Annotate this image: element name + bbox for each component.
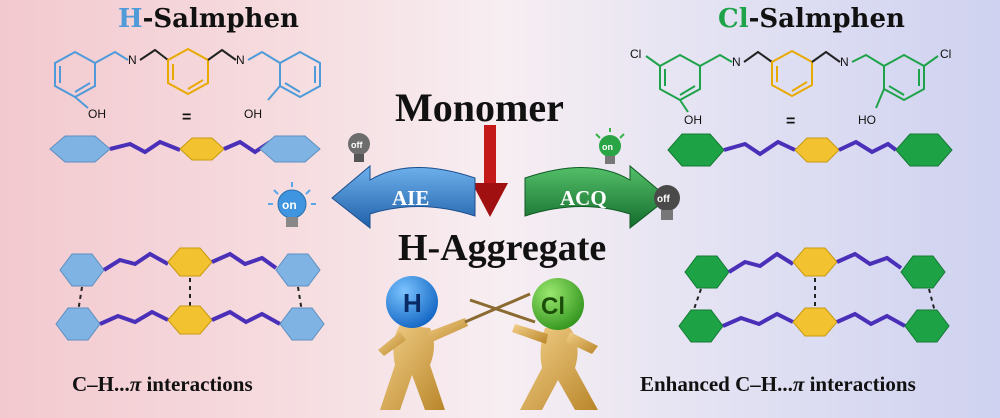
right-off-bulb-label: off	[657, 194, 670, 205]
right-cl-label-2: Cl	[940, 47, 951, 61]
left-caption-prefix: C–H...	[72, 372, 130, 396]
h-salmphen-suffix: -Salmphen	[142, 4, 299, 34]
right-agg-top-row	[684, 247, 946, 289]
right-mono-chain-1	[723, 139, 796, 157]
down-arrow	[472, 125, 508, 217]
left-fencer-figure	[378, 318, 468, 410]
left-oh-label-2: OH	[244, 107, 262, 121]
h-salmphen-structure: N N OH OH =	[54, 47, 321, 126]
right-off-bulb-icon: off	[654, 185, 680, 220]
left-imine-link-2	[247, 50, 281, 64]
right-caption-prefix: Enhanced C–H...	[640, 372, 793, 396]
right-methylene-1	[743, 50, 773, 63]
right-agg-bottom-row	[678, 307, 950, 343]
right-phenol-ring-2	[883, 53, 925, 102]
left-methylene-2	[207, 48, 237, 61]
cl-ball-label: Cl	[541, 293, 565, 320]
left-mono-hex-1	[49, 135, 111, 163]
acq-arrow: ACQ	[524, 164, 669, 230]
cl-monomer-cartoon	[667, 133, 953, 167]
h-ball-label: H	[403, 288, 422, 318]
right-methylene-2	[811, 50, 841, 63]
left-mono-hex-2	[259, 135, 321, 163]
left-agg-bottom-row	[55, 305, 325, 341]
cl-salmphen-structure: Cl N N Cl OH HO	[630, 47, 951, 130]
right-on-bulb-icon: on	[595, 128, 625, 164]
right-central-ring	[771, 49, 813, 98]
left-oh-label-1: OH	[88, 107, 106, 121]
monomer-label: Monomer	[395, 85, 564, 130]
right-phenol-ring-1	[659, 53, 701, 102]
h-aggregate-label: H-Aggregate	[398, 227, 607, 269]
h-salmphen-title: H-Salmphen	[118, 4, 299, 34]
left-caption-pi: π	[129, 372, 142, 396]
right-mono-hex-2	[895, 133, 953, 167]
left-methylene-1	[139, 48, 169, 61]
left-on-bulb-icon: on	[268, 182, 316, 227]
acq-label: ACQ	[560, 186, 607, 210]
right-on-bulb-label: on	[602, 142, 613, 152]
left-phenol-ring-2	[279, 50, 321, 99]
left-off-bulb-label: off	[351, 140, 363, 150]
left-n-label-2: N	[236, 53, 245, 67]
right-caption-pi: π	[792, 372, 805, 396]
right-n-label-2: N	[840, 55, 849, 69]
left-phenol-ring-1	[54, 50, 96, 99]
h-aggregate-cartoon	[55, 247, 325, 341]
left-mono-chain-1	[109, 139, 181, 155]
cl-symbol: Cl	[718, 4, 749, 34]
right-sword	[469, 298, 536, 324]
cl-salmphen-title: Cl-Salmphen	[718, 4, 905, 34]
aie-arrow: AIE	[331, 164, 476, 230]
h-ball	[386, 276, 438, 328]
right-cl-label-1: Cl	[630, 47, 641, 61]
left-n-label-1: N	[128, 53, 137, 67]
left-on-bulb-label: on	[282, 198, 297, 212]
right-mono-chain-2	[838, 139, 898, 155]
left-imine-link-1	[94, 50, 129, 64]
fencers-illustration: H Cl	[378, 276, 598, 410]
left-agg-dashed-links	[77, 278, 303, 313]
right-fencer-figure	[512, 324, 598, 410]
h-monomer-cartoon	[49, 135, 321, 163]
right-imine-link-2	[851, 53, 885, 67]
right-mono-center-hex	[794, 137, 840, 163]
right-agg-dashed-links	[692, 278, 936, 313]
right-ho-label: HO	[858, 113, 876, 127]
h-symbol: H	[118, 4, 143, 34]
cl-ball	[532, 278, 584, 330]
right-equals-sign: =	[786, 113, 795, 130]
right-oh-label: OH	[684, 113, 702, 127]
left-caption: C–H...π interactions	[72, 372, 253, 397]
cl-salmphen-suffix: -Salmphen	[748, 4, 905, 34]
right-n-label-1: N	[732, 55, 741, 69]
left-mono-center-hex	[179, 137, 225, 161]
left-agg-top-row	[59, 247, 321, 287]
left-off-bulb-icon: off	[348, 133, 370, 162]
left-caption-suffix: interactions	[141, 372, 253, 396]
aie-label: AIE	[392, 186, 429, 210]
left-central-ring	[167, 47, 209, 96]
right-caption-suffix: interactions	[804, 372, 916, 396]
left-equals-sign: =	[182, 109, 191, 126]
cl-aggregate-cartoon	[678, 247, 950, 343]
right-caption: Enhanced C–H...π interactions	[640, 372, 916, 397]
right-imine-link-1	[699, 53, 733, 67]
right-mono-hex-1	[667, 133, 725, 167]
